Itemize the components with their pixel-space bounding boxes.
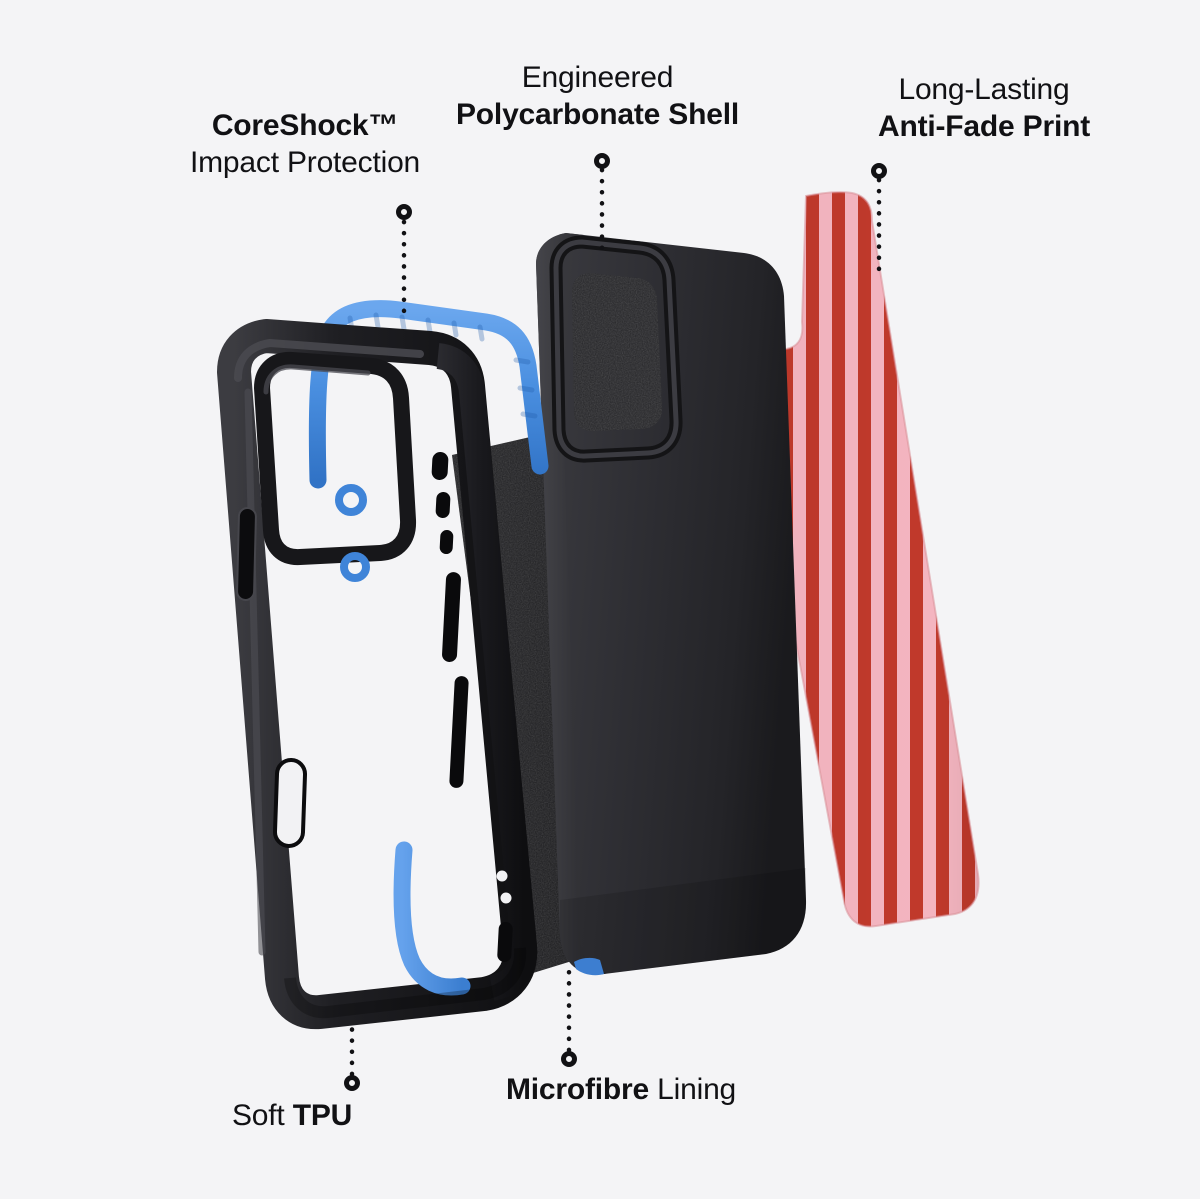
callout-antifade-line2: Anti-Fade Print: [878, 109, 1090, 143]
tpu-top-highlight: [234, 338, 424, 382]
blue-accent-ring-lower: [340, 552, 370, 582]
leader-dot-antifade: [871, 163, 887, 179]
callout-microfibre-lining: Microfibre Lining: [506, 1072, 736, 1109]
callout-microfibre-part2: Lining: [649, 1073, 737, 1106]
leader-dot-polycarbonate: [594, 153, 610, 169]
tpu-right-button-cutouts: [431, 452, 513, 962]
blue-accent-ring-upper: [335, 484, 367, 516]
callout-polycarbonate-shell: Engineered Polycarbonate Shell: [456, 60, 739, 133]
blue-accent-bottom-hook: [393, 841, 471, 996]
callout-microfibre-part1: Microfibre: [506, 1073, 650, 1106]
leader-terminators: [344, 153, 887, 1091]
callout-coreshock-line2: Impact Protection: [190, 145, 421, 179]
callout-soft-tpu: Soft TPU: [232, 1098, 352, 1135]
leader-lines: [349, 167, 882, 1077]
camera-ring-highlight: [553, 239, 679, 459]
callout-coreshock-line1: CoreShock™: [211, 109, 399, 142]
callout-coreshock: CoreShock™ Impact Protection: [190, 108, 420, 181]
callout-polycarbonate-line2: Polycarbonate Shell: [456, 97, 739, 131]
tpu-camera-ring-highlight: [263, 364, 371, 395]
speaker-slot: [272, 758, 308, 848]
callout-anti-fade-print: Long-Lasting Anti-Fade Print: [878, 72, 1090, 145]
leader-dot-microfibre: [561, 1051, 577, 1067]
leader-dot-tpu: [344, 1075, 360, 1091]
callout-antifade-line1: Long-Lasting: [898, 73, 1070, 106]
print-panel-outline: [746, 191, 980, 928]
shell-blue-accent-peek: [574, 957, 604, 976]
blue-accent-band: [308, 300, 549, 489]
callout-microfibre-text: Microfibre Lining: [506, 1072, 736, 1109]
callout-polycarbonate-line1: Engineered: [521, 61, 674, 94]
tpu-inner-rail: [435, 343, 538, 1001]
layer-polycarbonate-shell: [452, 233, 807, 977]
tpu-left-highlight: [244, 388, 266, 956]
callout-soft-tpu-part2: TPU: [292, 1099, 353, 1132]
tpu-camera-ring: [254, 352, 417, 565]
camera-window-texture: [572, 273, 663, 432]
tpu-bottom-shade: [284, 947, 527, 1019]
action-button-slot: [236, 507, 257, 602]
shell-bottom-shade: [560, 868, 807, 975]
blue-band-ribs: [347, 312, 538, 419]
callout-soft-tpu-part1: Soft: [232, 1099, 293, 1132]
callout-soft-tpu-text: Soft TPU: [232, 1098, 352, 1135]
layer-soft-tpu-bumper: [217, 300, 549, 1030]
leader-dot-coreshock: [396, 204, 412, 220]
